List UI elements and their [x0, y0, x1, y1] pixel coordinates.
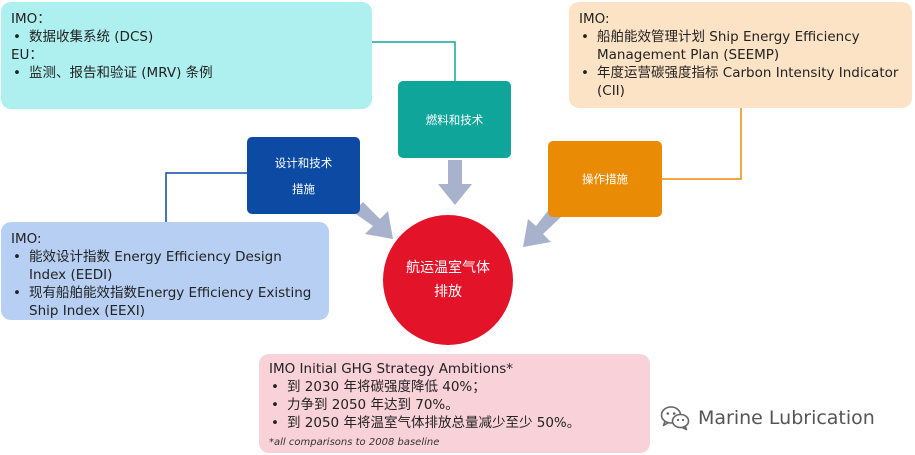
watermark: Marine Lubrication — [660, 404, 875, 432]
ghg-panel-title: IMO Initial GHG Strategy Ambitions* — [269, 361, 514, 377]
eedi-panel-title: IMO: — [11, 231, 42, 247]
fuel-technology-label: 燃料和技术 — [425, 112, 484, 127]
center-label-line1: 航运温室气体 — [406, 260, 490, 276]
ghg-target-2050-total: 到 2050 年将温室气体排放总量减少至少 50%。 — [269, 414, 640, 432]
ghg-target-2050-intensity: 力争到 2050 年达到 70%。 — [269, 396, 640, 414]
design-arrow — [353, 202, 393, 239]
eu-panel-title: EU： — [11, 47, 43, 63]
fuel-technology-box: 燃料和技术 — [398, 81, 511, 158]
ghg-strategy-panel: IMO Initial GHG Strategy Ambitions* 到 20… — [259, 354, 650, 453]
seemp-item: 船舶能效管理计划 Ship Energy Efficiency Manageme… — [579, 28, 902, 64]
ops-arrow — [523, 207, 561, 247]
baseline-note: *all comparisons to 2008 baseline — [269, 437, 440, 448]
operational-measures-label: 操作措施 — [582, 172, 628, 186]
mrv-item: 监测、报告和验证 (MRV) 条例 — [11, 64, 362, 82]
design-technical-label-line2: 措施 — [292, 181, 315, 196]
seemp-panel-title: IMO: — [579, 11, 610, 27]
eedi-eexi-panel: IMO: 能效设计指数 Energy Efficiency Design Ind… — [1, 222, 329, 320]
dcs-panel-title: IMO： — [11, 11, 51, 27]
ghg-target-2030: 到 2030 年将碳强度降低 40%； — [269, 378, 640, 396]
eexi-item: 现有船舶能效指数Energy Efficiency Existing Ship … — [11, 284, 319, 320]
dcs-item: 数据收集系统 (DCS) — [11, 28, 362, 46]
center-label-line2: 排放 — [434, 284, 462, 300]
eedi-connector-line — [165, 172, 247, 222]
design-technical-label-line1: 设计和技术 — [274, 155, 333, 170]
shipping-ghg-emissions-circle: 航运温室气体 排放 — [383, 215, 513, 345]
seemp-connector-line — [662, 108, 742, 180]
design-technical-box: 设计和技术 措施 — [247, 137, 360, 214]
dcs-connector-line — [372, 41, 456, 81]
cii-item: 年度运营碳强度指标 Carbon Intensity Indicator (CI… — [579, 64, 902, 100]
eedi-item: 能效设计指数 Energy Efficiency Design Index (E… — [11, 248, 319, 284]
dcs-mrv-panel: IMO： 数据收集系统 (DCS) EU： 监测、报告和验证 (MRV) 条例 — [1, 2, 372, 109]
seemp-cii-panel: IMO: 船舶能效管理计划 Ship Energy Efficiency Man… — [569, 2, 912, 108]
wechat-icon — [660, 406, 690, 431]
watermark-text: Marine Lubrication — [698, 407, 875, 429]
operational-measures-box: 操作措施 — [548, 141, 662, 217]
fuel-arrow — [438, 160, 472, 205]
